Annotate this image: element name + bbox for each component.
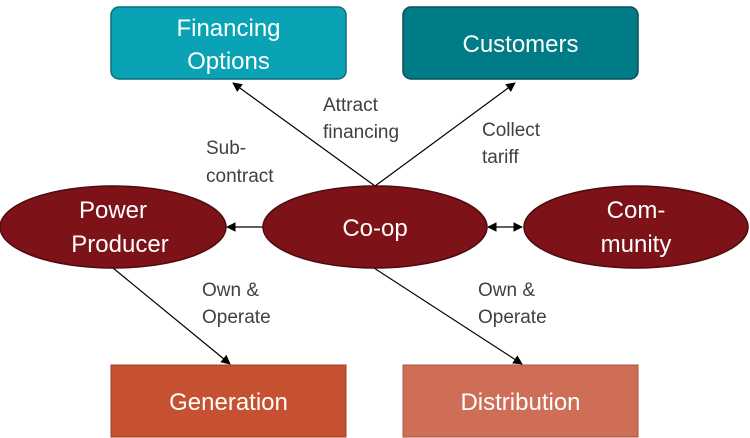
- financing-options-node: Financing Options: [110, 6, 347, 80]
- financing-options-label-line2: Options: [187, 48, 270, 75]
- collect-tariff-line1: Collect: [482, 120, 541, 141]
- edge-producer-to-generation: [112, 267, 231, 365]
- attract-financing-label: Attract financing: [323, 95, 399, 143]
- sub-contract-line1: Sub-: [206, 138, 246, 159]
- edge-coop-to-financing: [232, 82, 376, 187]
- power-producer-label-line1: Power: [79, 197, 147, 224]
- customers-node: Customers: [402, 6, 639, 80]
- distribution-box: [402, 364, 639, 438]
- collect-tariff-line2: tariff: [482, 147, 519, 168]
- own-operate-left-line2: Operate: [202, 307, 271, 328]
- customers-label: Customers: [462, 31, 578, 58]
- generation-node: Generation: [110, 364, 347, 438]
- own-operate-left-line1: Own &: [202, 280, 259, 301]
- community-label-line2: munity: [601, 231, 672, 258]
- edge-coop-to-customers: [374, 82, 516, 187]
- sub-contract-line2: contract: [206, 166, 274, 187]
- power-producer-oval: [0, 185, 227, 269]
- generation-box: [110, 364, 347, 438]
- financing-options-label-line1: Financing: [176, 15, 280, 42]
- own-operate-right-line1: Own &: [478, 280, 535, 301]
- distribution-node: Distribution: [402, 364, 639, 438]
- coop-oval: [262, 185, 488, 269]
- community-node: Com- munity: [523, 185, 749, 269]
- coop-node: Co-op: [262, 185, 488, 269]
- sub-contract-label: Sub- contract: [206, 138, 274, 187]
- customers-box: [402, 6, 639, 80]
- collect-tariff-label: Collect tariff: [482, 120, 541, 168]
- financing-options-box: [110, 6, 347, 80]
- distribution-label: Distribution: [460, 389, 580, 416]
- generation-label: Generation: [169, 389, 288, 416]
- attract-financing-line1: Attract: [323, 95, 379, 116]
- edge-coop-to-distribution: [373, 267, 523, 365]
- own-operate-right-line2: Operate: [478, 307, 547, 328]
- coop-label: Co-op: [342, 215, 407, 242]
- attract-financing-line2: financing: [323, 122, 399, 143]
- community-label-line1: Com-: [607, 197, 666, 224]
- own-operate-left-label: Own & Operate: [202, 280, 271, 328]
- power-producer-label-line2: Producer: [71, 231, 168, 258]
- community-oval: [523, 185, 749, 269]
- power-producer-node: Power Producer: [0, 185, 227, 269]
- own-operate-right-label: Own & Operate: [478, 280, 547, 328]
